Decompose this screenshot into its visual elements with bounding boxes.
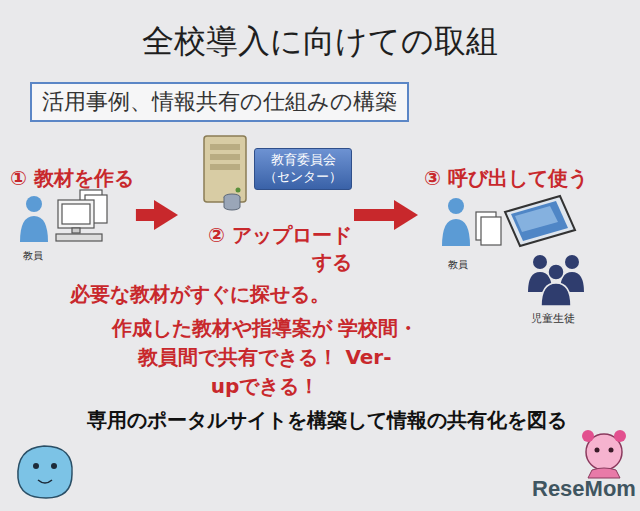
body: [20, 216, 48, 242]
head: [448, 198, 464, 214]
tablet-shine: [515, 206, 558, 232]
mascot-eye: [33, 463, 39, 469]
mascot-mouth: [38, 480, 52, 483]
head: [565, 255, 579, 269]
pupils-icon: [528, 255, 584, 306]
keyboard: [56, 234, 102, 241]
watermark: ReseMom: [532, 476, 636, 502]
blue-mascot: [18, 446, 72, 498]
stand: [72, 228, 80, 233]
step-title: ② アップロード する: [180, 222, 352, 276]
tablet: [505, 196, 575, 246]
body: [541, 283, 571, 306]
icon-caption: 児童生徒: [531, 311, 575, 326]
mascot-bow: [614, 430, 626, 442]
node-text: 活用事例、情報共有の仕組みの構築: [42, 87, 397, 117]
screen: [62, 204, 90, 224]
step-title: ③ 呼び出して使う: [420, 165, 625, 192]
led: [236, 188, 241, 193]
database: [224, 197, 240, 210]
tablet-icon: [505, 196, 575, 246]
computer-icon: [56, 190, 107, 241]
mascot-bow: [582, 430, 594, 442]
mascot-eye: [609, 448, 614, 453]
step-group: ③ 呼び出して使う教員児童生徒: [420, 165, 625, 330]
mascot-eye: [51, 463, 57, 469]
mascot-body: [18, 446, 72, 498]
server-icon: [204, 136, 246, 210]
drive: [210, 144, 240, 150]
head: [533, 255, 547, 269]
server-case: [204, 136, 246, 202]
drive: [210, 154, 240, 160]
head: [26, 196, 42, 212]
tablet-screen: [511, 201, 568, 241]
monitor: [58, 200, 94, 228]
center-group: 教育委員会 （センター）: [180, 128, 352, 216]
pink-mascot: [582, 430, 626, 478]
drive: [210, 164, 240, 170]
step-group: ① 教材を作る教員: [10, 165, 134, 265]
teacher-icon: [20, 196, 48, 242]
flow-arrow: [354, 209, 398, 221]
benefit-note: 必要な教材がすぐに探せる。: [70, 281, 330, 308]
benefit-note: 作成した教材や指導案が 学校間・教員間で共有できる！ Ver-upできる！: [110, 314, 420, 401]
icon-caption: 教員: [448, 258, 468, 272]
summary-note: 専用のポータルサイトを構築して情報の共有化を図る: [0, 407, 640, 434]
center-box: 教育委員会 （センター）: [254, 148, 352, 190]
teacher-icon: [442, 198, 470, 246]
icon-caption: 教員: [23, 249, 43, 263]
document-icon: [476, 212, 501, 245]
body: [442, 219, 470, 246]
flow-arrow: [136, 209, 158, 221]
heading-box: 活用事例、情報共有の仕組みの構築: [30, 82, 409, 122]
mascot-eye: [595, 448, 600, 453]
head: [548, 264, 564, 280]
document: [481, 217, 501, 245]
slide-title: 全校導入に向けての取組: [0, 20, 640, 64]
step-title: ① 教材を作る: [10, 165, 134, 192]
